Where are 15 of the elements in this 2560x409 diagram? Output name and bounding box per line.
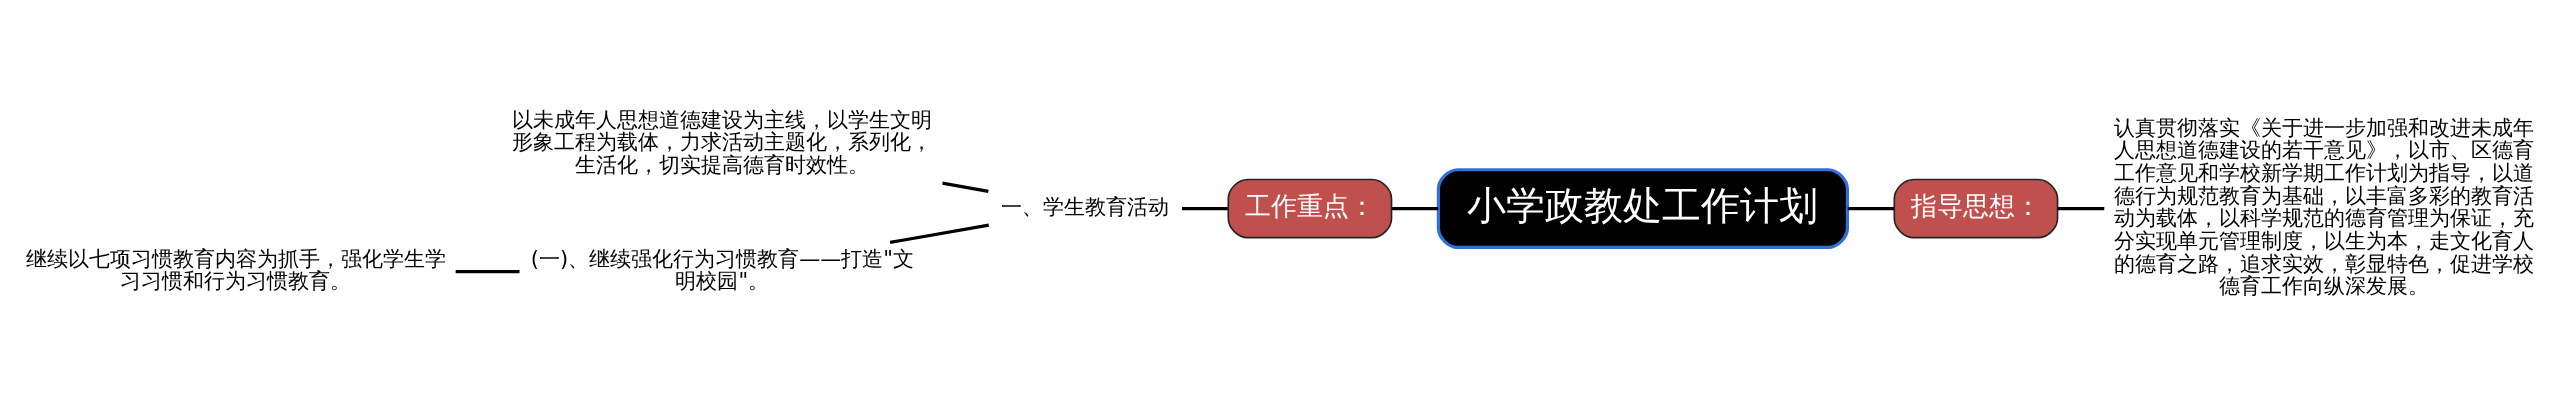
node-box: 指导思想：	[1893, 178, 2059, 239]
node-text: 认真贯彻落实《关于进一步加强和改进未成年人思想道德建设的若干意见》，以市、区德育工作意见和学校新学期工作计划为指导，以道德行为规范教育为基础，以丰富多彩的教育活动为载体，以科学规范的德育管理为保证，充分实现单元管理制度，以生为本，走文化育人的德育之路，追求实效，彰显特色，促进学校德育工作向纵深发展。	[2114, 114, 2535, 299]
node-text: (一)、继续强化行为习惯教育——打造"文明校园"。	[530, 245, 914, 294]
node-text: 继续以七项习惯教育内容为抓手，强化学生学习习惯和行为习惯教育。	[25, 245, 446, 294]
connector	[1847, 206, 1895, 211]
connector	[1182, 206, 1228, 211]
connector	[889, 223, 990, 245]
node-box: 小学政教处工作计划	[1436, 168, 1850, 249]
node-box: 工作重点：	[1227, 178, 1393, 239]
node-text: 一、学生教育活动	[1001, 194, 1170, 220]
connector	[455, 269, 520, 274]
connector	[1391, 206, 1439, 211]
connector	[942, 181, 989, 193]
connector	[2057, 206, 2105, 211]
node-text: 以未成年人思想道德建设为主线，以学生文明形象工程为载体，力求活动主题化，系列化，生活化，切实提高德育时效性。	[512, 106, 933, 178]
